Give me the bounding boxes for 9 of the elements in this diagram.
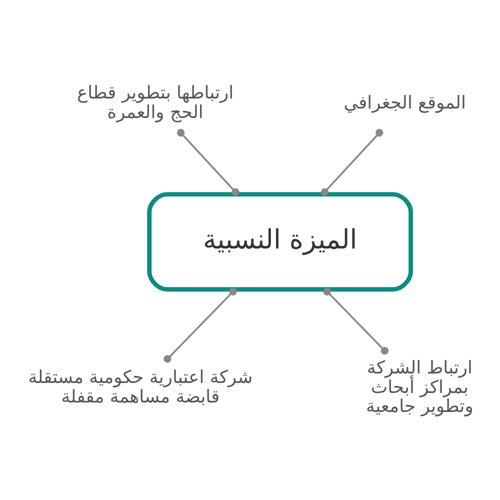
connector — [320, 128, 384, 196]
node-text: ارتباط الشركة بمراكز أبحاث وتطوير جامعية — [366, 357, 474, 418]
connector — [176, 128, 240, 196]
connector — [323, 288, 389, 355]
node-text: الموقع الجغرافي — [344, 92, 466, 114]
node-box: الميزة النسبية — [147, 192, 414, 292]
node-text: ارتباطها بتطوير قطاع الحج والعمرة — [77, 82, 234, 123]
node-text: شركة اعتبارية حكومية مستقلة قابضة مساهمة مقفلة — [28, 367, 253, 408]
connector — [164, 288, 237, 363]
